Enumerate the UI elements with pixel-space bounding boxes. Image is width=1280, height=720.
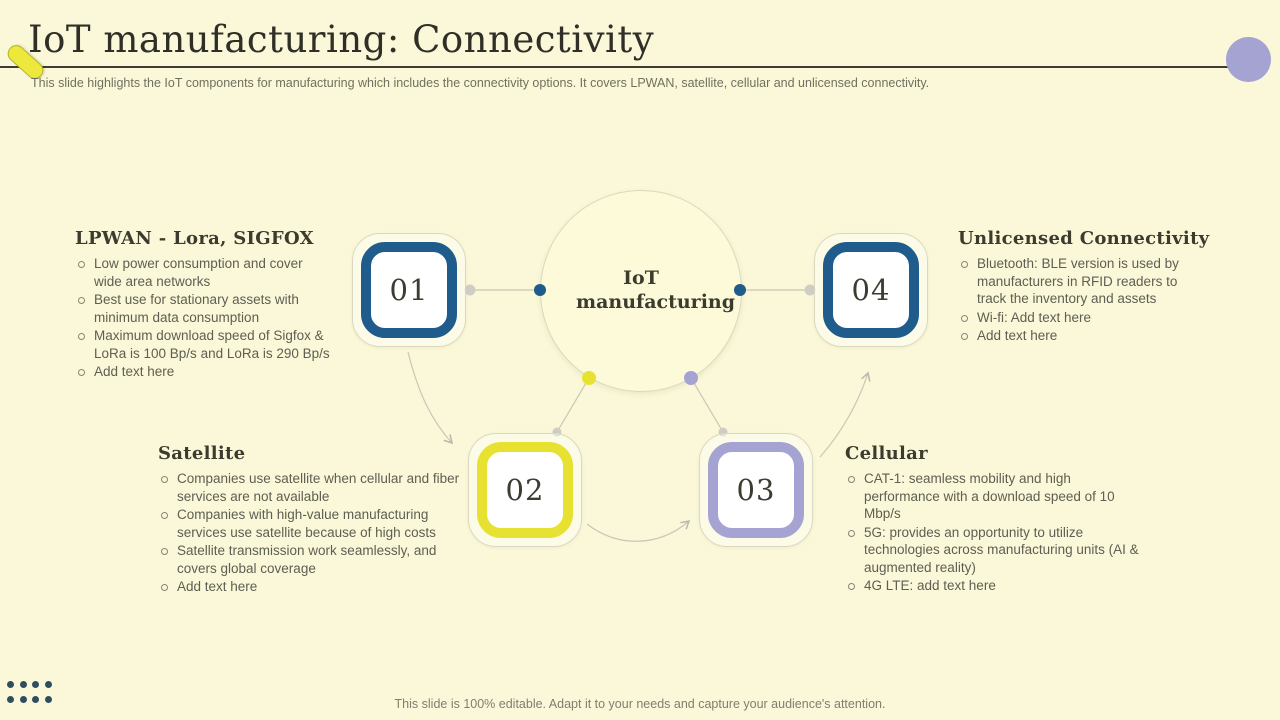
section-unlicensed-heading: Unlicensed Connectivity (958, 228, 1210, 249)
node-01: 01 (352, 233, 466, 347)
node-02: 02 (468, 433, 582, 547)
section-lpwan: LPWAN - Lora, SIGFOX Low power consumpti… (75, 228, 331, 382)
bullet-item: Companies use satellite when cellular an… (158, 470, 478, 505)
title-underline (0, 66, 1232, 68)
node-04-box: 04 (823, 242, 919, 338)
node-03-box: 03 (708, 442, 804, 538)
section-satellite-heading: Satellite (158, 443, 246, 464)
bullet-item: CAT-1: seamless mobility and high perfor… (845, 470, 1141, 523)
bullet-item: Bluetooth: BLE version is used by manufa… (958, 255, 1210, 308)
bullet-item: Add text here (158, 578, 478, 596)
node-03: 03 (699, 433, 813, 547)
node-04: 04 (814, 233, 928, 347)
node-03-number: 03 (736, 473, 776, 507)
hub-circle: IoT manufacturing (540, 190, 742, 392)
section-unlicensed: Unlicensed Connectivity Bluetooth: BLE v… (958, 228, 1210, 346)
node-02-number: 02 (505, 473, 545, 507)
decorative-corner-circle (1226, 37, 1271, 82)
bullet-item: Satellite transmission work seamlessly, … (158, 542, 478, 577)
section-satellite: Satellite Companies use satellite when c… (158, 443, 478, 597)
bullet-item: Companies with high-value manufacturing … (158, 506, 478, 541)
node-04-number: 04 (851, 273, 891, 307)
arrow-node1-to-node2 (407, 351, 454, 445)
bullet-item: Wi-fi: Add text here (958, 309, 1210, 327)
section-cellular-list: CAT-1: seamless mobility and high perfor… (845, 470, 1141, 595)
page-title: IoT manufacturing: Connectivity (28, 18, 655, 61)
node-01-box: 01 (361, 242, 457, 338)
bullet-item: 5G: provides an opportunity to utilize t… (845, 524, 1141, 577)
section-cellular-heading: Cellular (845, 443, 928, 464)
node-02-box: 02 (477, 442, 573, 538)
connector-hub-node3 (690, 377, 724, 433)
slide-subtitle: This slide highlights the IoT components… (31, 76, 930, 90)
section-cellular: Cellular CAT-1: seamless mobility and hi… (845, 443, 1141, 596)
bullet-item: Add text here (75, 363, 331, 381)
section-satellite-list: Companies use satellite when cellular an… (158, 470, 478, 596)
bullet-item: Low power consumption and cover wide are… (75, 255, 331, 290)
bullet-item: Maximum download speed of Sigfox & LoRa … (75, 327, 331, 362)
hub-label: IoT manufacturing (576, 267, 736, 313)
bullet-item: Add text here (958, 327, 1210, 345)
connector-hub-node2 (556, 377, 590, 433)
section-lpwan-heading: LPWAN - Lora, SIGFOX (75, 228, 314, 249)
bullet-item: 4G LTE: add text here (845, 577, 1141, 595)
arrow-node2-to-node3 (586, 520, 691, 542)
bullet-item: Best use for stationary assets with mini… (75, 291, 331, 326)
footer-note: This slide is 100% editable. Adapt it to… (394, 697, 886, 711)
decorative-dot-grid (7, 681, 52, 703)
section-lpwan-list: Low power consumption and cover wide are… (75, 255, 331, 381)
section-unlicensed-list: Bluetooth: BLE version is used by manufa… (958, 255, 1210, 345)
gray-dot (464, 284, 476, 296)
node-01-number: 01 (389, 273, 429, 307)
